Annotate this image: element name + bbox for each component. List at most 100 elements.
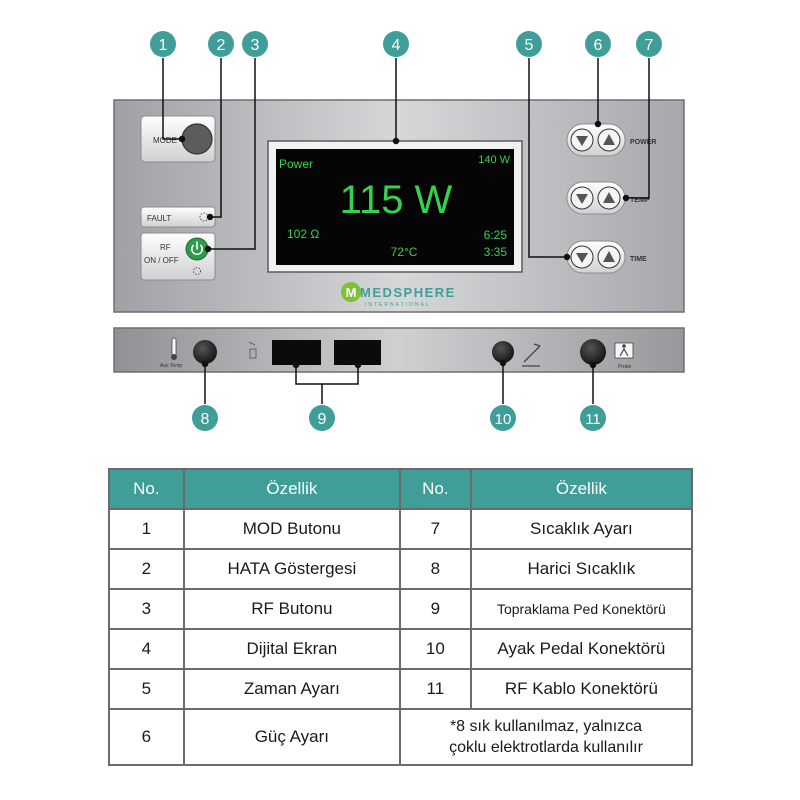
cell-no: 5 (108, 668, 185, 710)
callout-number: 7 (645, 37, 654, 54)
cell-feature: Harici Sıcaklık (469, 548, 694, 590)
callout-4: 4 (383, 31, 409, 57)
header-feature: Özellik (182, 468, 402, 510)
display-set-power: 140 W (478, 154, 510, 166)
fault-label: FAULT (147, 214, 171, 223)
aux-temp-label: Aux Temp (160, 363, 182, 369)
callout-10: 10 (490, 405, 516, 431)
chevron-down-icon[interactable] (576, 194, 588, 204)
cell-feature: HATA Göstergesi (182, 548, 402, 590)
display-temperature: 72°C (391, 245, 418, 259)
digital-display: Power 140 W 115 W 102 Ω 72°C 6:25 3:35 (267, 140, 523, 273)
display-power: 115 W (340, 178, 453, 222)
callout-5: 5 (516, 31, 542, 57)
cell-feature: Sıcaklık Ayarı (469, 508, 694, 550)
callout-2: 2 (208, 31, 234, 57)
connector-panel: Aux Temp Probe (113, 327, 685, 373)
power-icon (191, 241, 203, 255)
callout-number: 2 (217, 37, 226, 54)
foot-pedal-connector[interactable] (492, 341, 541, 367)
cell-feature: MOD Butonu (182, 508, 402, 550)
callout-7: 7 (636, 31, 662, 57)
thermometer-icon (171, 337, 177, 360)
callout-8: 8 (192, 405, 218, 431)
cell-feature: RF Butonu (182, 588, 402, 630)
table-row: 5 Zaman Ayarı 11 RF Kablo Konektörü (108, 668, 694, 710)
callout-number: 5 (525, 37, 534, 54)
callout-number: 11 (585, 411, 601, 428)
callout-number: 3 (251, 37, 260, 54)
ground-pad-connector[interactable] (248, 340, 381, 365)
leader-lines (162, 58, 650, 404)
temp-adjust-buttons[interactable]: TEMP (566, 181, 650, 215)
cell-no: 4 (108, 628, 185, 670)
header-no: No. (399, 468, 472, 510)
fault-indicator: FAULT (140, 206, 216, 228)
chevron-down-icon[interactable] (576, 136, 588, 146)
cell-feature: RF Kablo Konektörü (469, 668, 694, 710)
cell-no: 7 (399, 508, 472, 550)
cell-feature: Ayak Pedal Konektörü (469, 628, 694, 670)
brand-name: MEDSPHERE (360, 285, 456, 300)
cell-no: 11 (399, 668, 472, 710)
table-header-row: No. Özellik No. Özellik (108, 468, 694, 510)
cell-feature: Dijital Ekran (182, 628, 402, 670)
footnote-line: *8 sık kullanılmaz, yalnızca (449, 718, 643, 735)
display-time-1: 6:25 (484, 228, 508, 242)
display-time-2: 3:35 (484, 245, 508, 259)
rf-cable-connector[interactable]: Probe (580, 339, 634, 370)
display-impedance: 102 Ω (287, 227, 319, 241)
callout-11: 11 (580, 405, 606, 431)
callout-6: 6 (585, 31, 611, 57)
power-label: POWER (630, 139, 656, 146)
temp-label: TEMP (630, 197, 650, 204)
footnote-line: çoklu elektrotlarda kullanılır (449, 739, 643, 756)
chevron-up-icon[interactable] (603, 192, 615, 203)
header-no: No. (108, 468, 185, 510)
callout-number: 10 (495, 411, 512, 428)
rf-onoff-label: ON / OFF (144, 256, 179, 265)
callout-number: 6 (594, 37, 603, 54)
cell-feature: Zaman Ayarı (182, 668, 402, 710)
table-row: 2 HATA Göstergesi 8 Harici Sıcaklık (108, 548, 694, 590)
cell-no: 2 (108, 548, 185, 590)
front-panel: MODE FAULT RF ON / OFF Power 140 W (113, 99, 685, 313)
svg-text:M: M (346, 285, 357, 300)
foot-pedal-icon (522, 343, 541, 367)
header-feature: Özellik (469, 468, 694, 510)
cell-no: 9 (399, 588, 472, 630)
callout-1: 1 (150, 31, 176, 57)
table-row: 3 RF Butonu 9 Topraklama Ped Konektörü (108, 588, 694, 630)
table-row: 4 Dijital Ekran 10 Ayak Pedal Konektörü (108, 628, 694, 670)
brand-sub: INTERNATIONAL (365, 302, 431, 308)
aux-temp-connector[interactable]: Aux Temp (160, 337, 217, 369)
display-mode: Power (279, 157, 313, 171)
mode-label: MODE (153, 136, 177, 145)
chevron-up-icon[interactable] (603, 251, 615, 262)
cell-no: 6 (108, 708, 185, 766)
cell-no: 8 (399, 548, 472, 590)
feature-table: No. Özellik No. Özellik 1 MOD Butonu 7 S… (108, 468, 694, 766)
cell-no: 10 (399, 628, 472, 670)
rf-label: RF (160, 243, 171, 252)
callout-3: 3 (242, 31, 268, 57)
probe-label: Probe (618, 364, 632, 370)
callout-9: 9 (309, 405, 335, 431)
cell-feature: Topraklama Ped Konektörü (469, 588, 694, 630)
power-adjust-buttons[interactable]: POWER (566, 123, 656, 157)
rf-button[interactable]: RF ON / OFF (140, 232, 216, 281)
device-diagram: MODE FAULT RF ON / OFF Power 140 W (113, 31, 685, 431)
callout-badges: 1 2 3 4 5 6 7 8 9 10 11 (150, 31, 662, 431)
time-label: TIME (630, 256, 647, 263)
callout-number: 8 (201, 411, 210, 428)
chevron-down-icon[interactable] (576, 253, 588, 263)
callout-number: 1 (159, 37, 168, 54)
chevron-up-icon[interactable] (603, 134, 615, 145)
callout-number: 4 (392, 37, 401, 54)
callout-number: 9 (318, 411, 327, 428)
cell-no: 3 (108, 588, 185, 630)
time-adjust-buttons[interactable]: TIME (566, 240, 647, 274)
table-row: 6 Güç Ayarı *8 sık kullanılmaz, yalnızca… (108, 708, 693, 766)
patient-icon (614, 342, 634, 359)
cell-feature: Güç Ayarı (182, 708, 402, 766)
